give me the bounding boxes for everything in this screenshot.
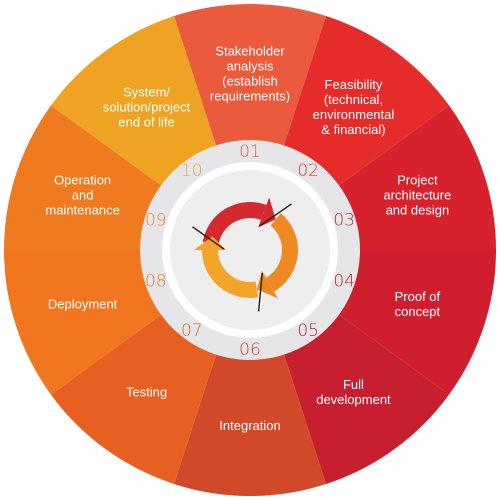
- segment-label-line: analysis: [227, 59, 274, 74]
- circular-arrows-icon: [192, 197, 298, 312]
- segment-label-02: Feasibility(technical,environmental& fin…: [313, 77, 395, 137]
- segment-label-line: Stakeholder: [215, 44, 285, 59]
- segment-label-line: development: [316, 392, 391, 407]
- cycle-pointer: [259, 203, 292, 227]
- segment-label-line: and design: [386, 203, 450, 218]
- segment-label-line: requirements): [210, 89, 290, 104]
- wheel-segment-02: [283, 16, 450, 187]
- segment-label-line: architecture: [383, 188, 451, 203]
- wheel-segment-07: [50, 313, 217, 484]
- wheel-segment-09: [4, 105, 163, 250]
- segment-label-line: solution/project: [103, 100, 191, 115]
- segment-number-09: 09: [145, 210, 167, 230]
- wheel-segment-04: [337, 250, 496, 395]
- cycle-pointer: [192, 226, 225, 250]
- segment-label-line: and: [72, 188, 94, 203]
- segment-number-10: 10: [181, 161, 203, 181]
- segment-label-line: (technical,: [324, 92, 383, 107]
- segment-label-line: Operation: [54, 173, 111, 188]
- cycle-arc: [202, 249, 259, 298]
- segment-number-03: 03: [333, 210, 355, 230]
- segment-label-06: Integration: [219, 418, 280, 433]
- segment-label-line: environmental: [313, 107, 395, 122]
- segment-number-01: 01: [239, 142, 261, 162]
- wheel-segment-01: [173, 3, 327, 148]
- wheel-segment-05: [283, 313, 450, 484]
- segment-label-08: Deployment: [48, 296, 118, 311]
- segment-label-line: Project: [397, 173, 438, 188]
- segment-label-line: Full: [343, 377, 364, 392]
- segment-number-05: 05: [297, 321, 319, 341]
- segment-label-line: Feasibility: [325, 77, 383, 92]
- segment-number-06: 06: [239, 340, 261, 360]
- segment-label-line: (establish: [222, 74, 278, 89]
- wheel-numbers: 01 02 03 04 05 06 07 08 09 10: [145, 142, 355, 360]
- wheel-segment-10: [50, 16, 217, 187]
- cycle-arc: [202, 202, 267, 245]
- segment-label-line: System/: [123, 85, 170, 100]
- segment-label-line: Testing: [126, 384, 167, 399]
- segment-label-line: maintenance: [45, 203, 119, 218]
- wheel-segment-03: [337, 105, 496, 250]
- segment-number-02: 02: [297, 161, 319, 181]
- cycle-arc: [265, 213, 298, 292]
- wheel-segment-08: [4, 250, 163, 395]
- inner-disc: [170, 170, 330, 330]
- wheel-segment-06: [173, 352, 327, 496]
- segment-number-04: 04: [333, 272, 355, 292]
- segment-label-line: Proof of: [395, 289, 441, 304]
- segment-label-line: Deployment: [48, 296, 118, 311]
- segment-label-line: & financial): [321, 122, 385, 137]
- segment-label-line: end of life: [118, 115, 174, 130]
- segment-number-07: 07: [181, 321, 203, 341]
- cycle-arrowhead: [258, 197, 276, 228]
- cycle-arrowhead: [194, 236, 226, 250]
- segment-label-07: Testing: [126, 384, 167, 399]
- segment-label-line: Integration: [219, 418, 280, 433]
- segment-label-line: concept: [395, 304, 441, 319]
- segment-number-08: 08: [145, 272, 167, 292]
- cycle-pointer: [257, 272, 263, 312]
